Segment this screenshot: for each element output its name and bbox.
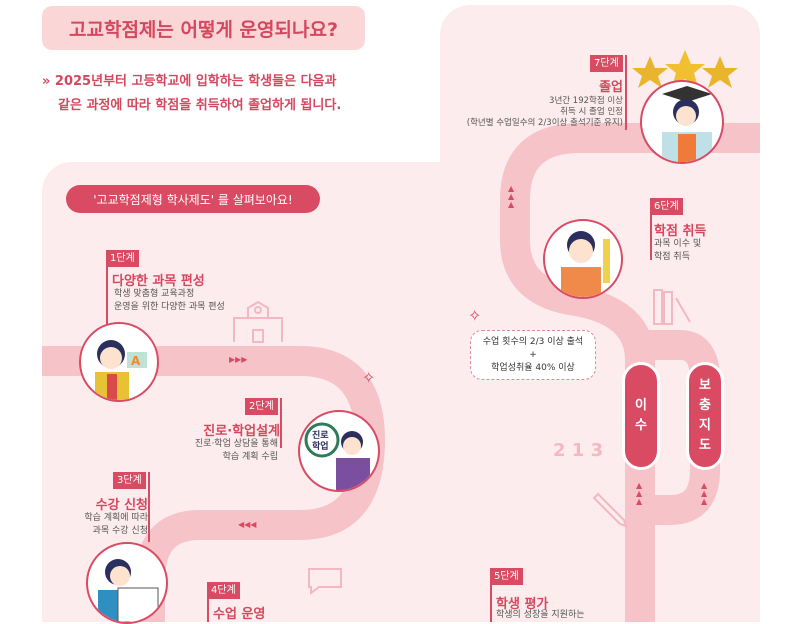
arrow-up-icon: ▲▲▲ bbox=[636, 481, 643, 506]
criteria-achievement: 학업성취율 40% 이상 bbox=[491, 362, 575, 373]
completion-criteria-box: 수업 횟수의 2/3 이상 출석 + 학업성취율 40% 이상 bbox=[470, 330, 596, 380]
step2-title: 진로·학업설계 bbox=[203, 424, 280, 439]
step7-graduate-illustration bbox=[640, 80, 724, 164]
step2-connector bbox=[280, 398, 282, 448]
step3-connector bbox=[148, 472, 150, 542]
intro-text: » 2025년부터 고등학교에 입학하는 학생들은 다음과 같은 과정에 따라 … bbox=[42, 70, 341, 118]
step5-title: 학생 평가 bbox=[496, 597, 549, 612]
arrow-up-icon: ▲▲▲ bbox=[508, 184, 515, 209]
step2-label: 2단계 bbox=[245, 398, 278, 415]
step6-title: 학점 취득 bbox=[654, 224, 707, 239]
step1-title: 다양한 과목 편성 bbox=[112, 274, 205, 289]
step6-student-illustration bbox=[543, 219, 623, 299]
step4-label: 4단계 bbox=[207, 582, 240, 599]
step3-label: 3단계 bbox=[113, 472, 146, 489]
step6-connector bbox=[650, 198, 652, 260]
step5-connector bbox=[490, 568, 492, 622]
school-building-icon bbox=[233, 300, 283, 343]
books-icon bbox=[653, 289, 691, 325]
step5-label: 5단계 bbox=[490, 568, 523, 585]
step1-label: 1단계 bbox=[106, 250, 139, 267]
gold-stars-icon bbox=[632, 50, 738, 88]
criteria-plus: + bbox=[529, 349, 537, 360]
pencil-icon bbox=[592, 492, 628, 528]
arrow-left-icon: ◀◀◀ bbox=[238, 520, 257, 529]
speech-bubble-icon bbox=[308, 568, 342, 595]
intro-line-2: 같은 과정에 따라 학점을 취득하여 졸업하게 됩니다. bbox=[58, 98, 342, 113]
step3-title: 수강 신청 bbox=[95, 498, 148, 513]
arrow-up-icon: ▲▲▲ bbox=[701, 481, 708, 506]
step1-connector bbox=[106, 250, 108, 325]
step7-connector bbox=[625, 55, 627, 130]
intro-line-1: » 2025년부터 고등학교에 입학하는 학생들은 다음과 bbox=[42, 74, 337, 89]
sparkle-icon: ✧ bbox=[362, 368, 376, 387]
step5-desc: 학생의 성장을 지원하는 bbox=[496, 610, 585, 620]
step4-title: 수업 운영 bbox=[213, 607, 266, 622]
step7-label: 7단계 bbox=[590, 55, 623, 72]
svg-text:A: A bbox=[131, 354, 141, 368]
road-right bbox=[500, 123, 760, 622]
step6-label: 6단계 bbox=[650, 198, 683, 215]
section-banner: '고교학점제형 학사제도' 를 살펴보아요! bbox=[66, 185, 320, 213]
svg-text:학업: 학업 bbox=[312, 440, 329, 452]
road-branch bbox=[640, 330, 720, 525]
numbers-decoration: 2 1 3 bbox=[553, 440, 604, 461]
road-left bbox=[42, 346, 386, 622]
step1-student-illustration: A bbox=[79, 322, 159, 402]
step4-connector bbox=[207, 582, 209, 622]
criteria-attendance: 수업 횟수의 2/3 이상 출석 bbox=[482, 336, 584, 347]
step3-student-illustration bbox=[86, 542, 168, 624]
step7-title: 졸업 bbox=[599, 80, 623, 95]
page-title: 고교학점제는 어떻게 운영되나요? bbox=[42, 6, 365, 50]
sparkle-icon: ✧ bbox=[468, 306, 482, 325]
career-sign-text: 진로 bbox=[312, 429, 329, 441]
arrow-right-icon: ▶▶▶ bbox=[229, 355, 248, 364]
